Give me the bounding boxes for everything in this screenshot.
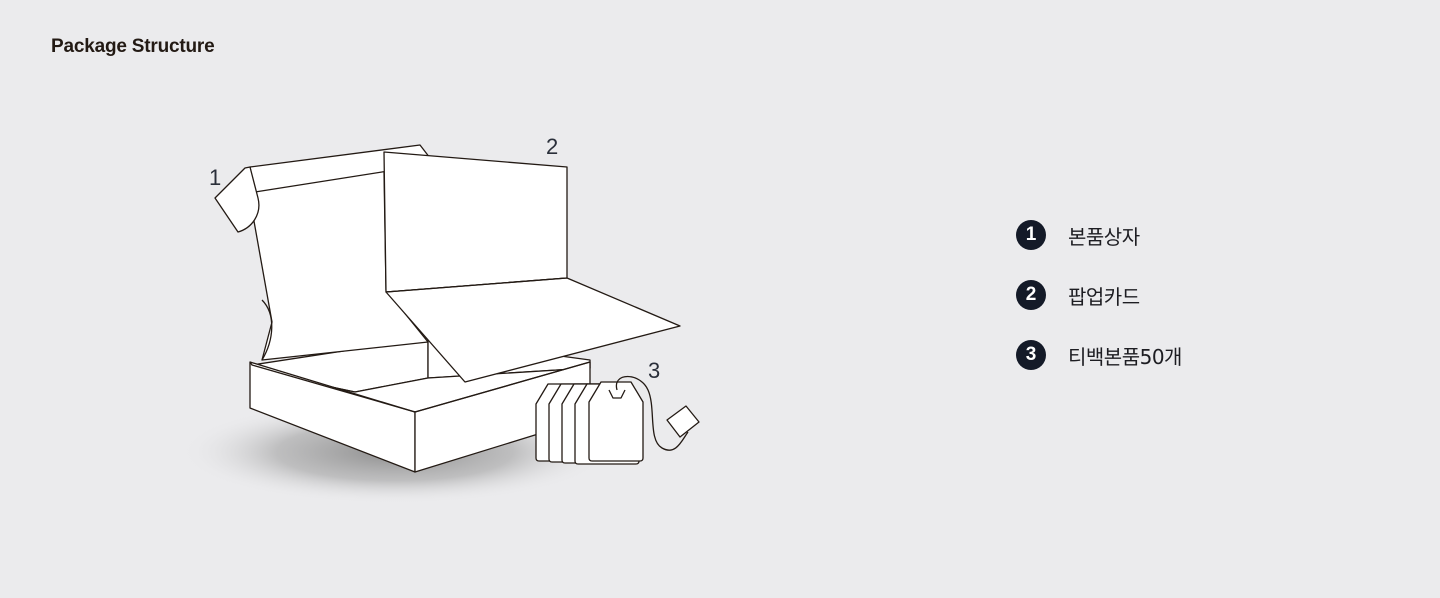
page-title: Package Structure	[51, 36, 215, 57]
teabag-stack	[535, 376, 700, 465]
teabag	[588, 381, 644, 462]
box-lid-hinge	[261, 299, 273, 361]
callout-label-3: 3	[648, 358, 660, 383]
teabag-notch	[608, 389, 626, 399]
teabag-string	[615, 376, 689, 451]
legend-label: 티백본품50개	[1068, 344, 1182, 369]
popup-card	[383, 151, 681, 383]
legend-item: 1 본품상자	[1016, 218, 1182, 252]
callout-label-1: 1	[209, 165, 221, 190]
number-badge: 3	[1016, 340, 1046, 370]
component-legend: 1 본품상자 2 팝업카드 3 티백본품50개	[1016, 218, 1182, 398]
legend-item: 3 티백본품50개	[1016, 338, 1182, 372]
number-badge: 2	[1016, 280, 1046, 310]
main-box	[214, 144, 591, 473]
legend-label: 본품상자	[1068, 224, 1140, 249]
box-rim	[249, 361, 591, 413]
number-badge: 1	[1016, 220, 1046, 250]
teabag-tag	[666, 405, 700, 438]
legend-label: 팝업카드	[1068, 284, 1140, 309]
popup-card-fold	[385, 277, 568, 293]
callout-label-2: 2	[546, 134, 558, 159]
popup-card-back-panel	[383, 151, 568, 293]
box-lid-flap	[214, 166, 260, 233]
legend-item: 2 팝업카드	[1016, 278, 1182, 312]
